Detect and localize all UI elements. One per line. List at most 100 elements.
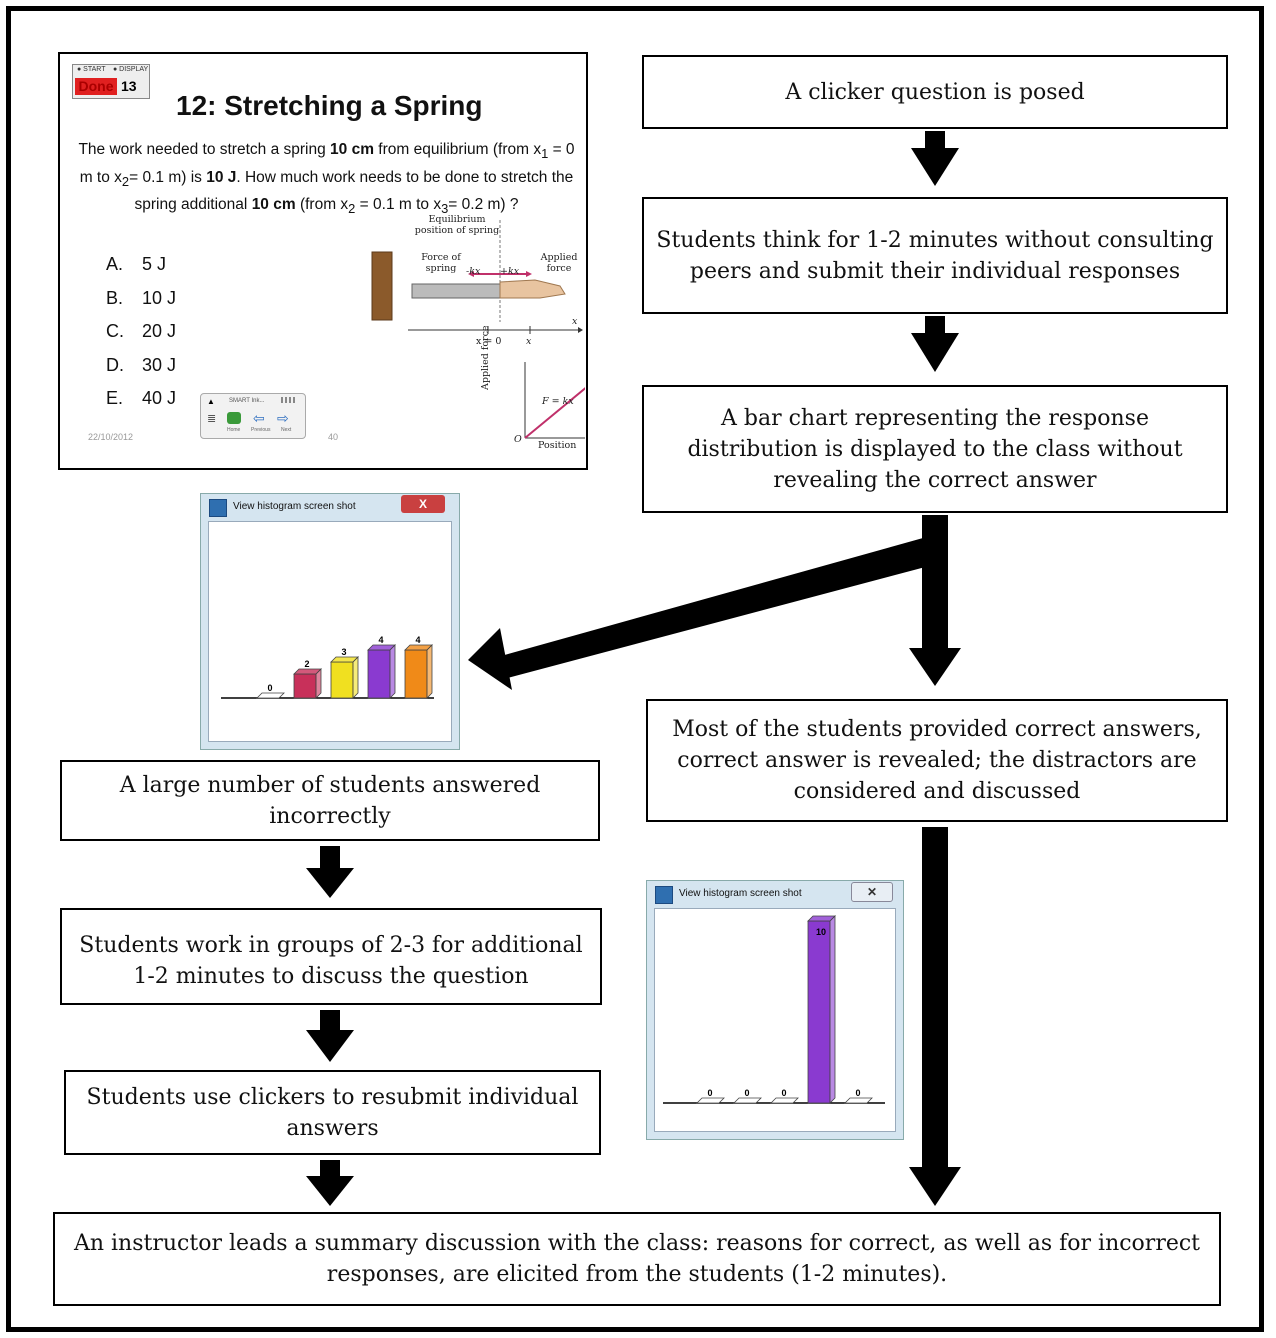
force-spring-label: Force of spring bbox=[421, 252, 461, 274]
spring-diagram bbox=[371, 220, 585, 439]
answer-text: 10 J bbox=[142, 287, 177, 308]
answer-option: C. 20 J bbox=[106, 315, 176, 349]
arrow-incorrect-to-groups bbox=[306, 846, 354, 898]
histogram-bar bbox=[844, 1097, 873, 1104]
close-icon[interactable]: X bbox=[401, 495, 445, 513]
plus-kx-label: +kx bbox=[500, 266, 520, 277]
histogram-value-label: 3 bbox=[341, 647, 346, 657]
answer-text: 40 J bbox=[142, 388, 177, 408]
histogram-bar bbox=[807, 915, 836, 1104]
box-group-discussion: Students work in groups of 2-3 for addit… bbox=[60, 908, 602, 1005]
graph-x-label: Position bbox=[538, 440, 577, 451]
arrow-groups-to-resubmit bbox=[306, 1010, 354, 1062]
home-icon bbox=[227, 412, 241, 424]
box-many-incorrect: A large number of students answered inco… bbox=[60, 760, 600, 841]
window-title: View histogram screen shot bbox=[233, 501, 356, 512]
box-students-think: Students think for 1-2 minutes without c… bbox=[642, 197, 1228, 314]
window-client: 0 2 3 4 4 bbox=[208, 521, 452, 742]
timer-status: Done bbox=[75, 78, 117, 95]
answer-letter: D. bbox=[106, 354, 124, 375]
histogram-chart-1: 0 2 3 4 4 bbox=[221, 635, 434, 699]
window-titlebar: View histogram screen shot X bbox=[201, 494, 459, 520]
histogram-value-label: 10 bbox=[816, 927, 826, 937]
histogram-bar bbox=[770, 1097, 799, 1104]
slide-page: 40 bbox=[328, 432, 339, 442]
histogram-window-2: View histogram screen shot ✕ 0 0 0 10 0 bbox=[646, 880, 904, 1140]
minus-kx-label: -kx bbox=[466, 266, 481, 277]
menu-icon: ≣ bbox=[207, 413, 217, 425]
answer-letter: E. bbox=[106, 388, 124, 408]
graph-line bbox=[524, 387, 585, 439]
histogram-chart-2: 0 0 0 10 0 bbox=[663, 915, 885, 1104]
histogram-value-label: 4 bbox=[415, 635, 420, 645]
histogram-bar bbox=[256, 692, 285, 699]
histogram-bar bbox=[404, 644, 433, 699]
answer-text: 20 J bbox=[142, 321, 177, 341]
arrow-posed-to-think bbox=[911, 131, 959, 186]
box-resubmit: Students use clickers to resubmit indivi… bbox=[64, 1070, 601, 1155]
answer-letter: C. bbox=[106, 321, 124, 341]
histogram-value-label: 0 bbox=[781, 1088, 786, 1098]
histogram-value-label: 0 bbox=[267, 683, 272, 693]
histogram-bar bbox=[367, 644, 396, 699]
window-titlebar: View histogram screen shot ✕ bbox=[647, 881, 903, 907]
next-label: Next bbox=[281, 427, 292, 433]
histogram-bar bbox=[293, 668, 322, 699]
collapse-icon: ▲ bbox=[207, 397, 215, 406]
hand bbox=[499, 279, 566, 299]
answer-text: 5 J bbox=[142, 254, 167, 274]
wall bbox=[371, 251, 393, 321]
previous-icon: ⇦ bbox=[253, 410, 265, 426]
x-label: x bbox=[526, 336, 532, 347]
answer-option: A. 5 J bbox=[106, 248, 176, 282]
clicker-slide: ● START ● DISPLAY Done 13 12: Stretching… bbox=[58, 52, 588, 470]
slide-question: The work needed to stretch a spring 10 c… bbox=[78, 141, 575, 217]
smart-toolbar: ▲ SMART Ink... ≣ ⇦ ⇨ Home Previous Next bbox=[200, 393, 306, 439]
box-mostly-correct: Most of the students provided correct an… bbox=[646, 699, 1228, 822]
x0-label: x = 0 bbox=[476, 336, 502, 347]
eq-label: Equilibrium position of spring bbox=[414, 214, 500, 236]
graph-origin-label: O bbox=[514, 434, 522, 445]
histogram-value-label: 0 bbox=[744, 1088, 749, 1098]
histogram-value-label: 0 bbox=[855, 1088, 860, 1098]
histogram-value-label: 4 bbox=[378, 635, 383, 645]
slide-title: 12: Stretching a Spring bbox=[176, 90, 483, 121]
arrow-resubmit-to-summary bbox=[306, 1160, 354, 1206]
timer-widget: ● START ● DISPLAY Done 13 bbox=[72, 64, 150, 99]
box-summary-discussion: An instructor leads a summary discussion… bbox=[53, 1212, 1221, 1306]
histogram-bar bbox=[696, 1097, 725, 1104]
arrow-correct-to-summary bbox=[909, 827, 961, 1206]
histogram-bar bbox=[330, 656, 359, 699]
previous-label: Previous bbox=[251, 427, 271, 433]
timer-display-label: ● DISPLAY bbox=[113, 66, 149, 73]
toolbar-title: SMART Ink... bbox=[229, 398, 265, 404]
app-icon bbox=[209, 499, 227, 517]
box-bar-chart: A bar chart representing the response di… bbox=[642, 385, 1228, 513]
histogram-value-label: 0 bbox=[707, 1088, 712, 1098]
page-frame bbox=[6, 6, 1264, 1332]
close-icon[interactable]: ✕ bbox=[851, 882, 893, 902]
app-icon bbox=[655, 886, 673, 904]
histogram-value-label: 2 bbox=[304, 659, 309, 669]
window-client: 0 0 0 10 0 bbox=[654, 908, 896, 1132]
answer-option: D.30 J bbox=[106, 349, 176, 383]
graph-line-label: F = kx bbox=[542, 396, 574, 407]
arrow-think-to-barchart bbox=[911, 316, 959, 372]
grip-icon bbox=[281, 397, 295, 403]
answer-list: A. 5 J B. 10 J C. 20 J D.30 J E. 40 J bbox=[106, 248, 176, 416]
answer-option: B. 10 J bbox=[106, 282, 176, 316]
slide-date: 22/10/2012 bbox=[88, 432, 134, 442]
x-axis-label: x bbox=[572, 316, 578, 327]
histogram-bar bbox=[733, 1097, 762, 1104]
next-icon: ⇨ bbox=[277, 410, 289, 426]
answer-option: E. 40 J bbox=[106, 382, 176, 416]
timer-count: 13 bbox=[121, 78, 137, 94]
window-title: View histogram screen shot bbox=[679, 888, 802, 899]
answer-letter: B. bbox=[106, 287, 124, 308]
home-label: Home bbox=[227, 427, 241, 433]
box-question-posed: A clicker question is posed bbox=[642, 55, 1228, 129]
answer-letter: A. bbox=[106, 254, 124, 274]
timer-start-label: ● START bbox=[77, 66, 106, 73]
arrow-barchart-to-histogram bbox=[468, 531, 948, 690]
